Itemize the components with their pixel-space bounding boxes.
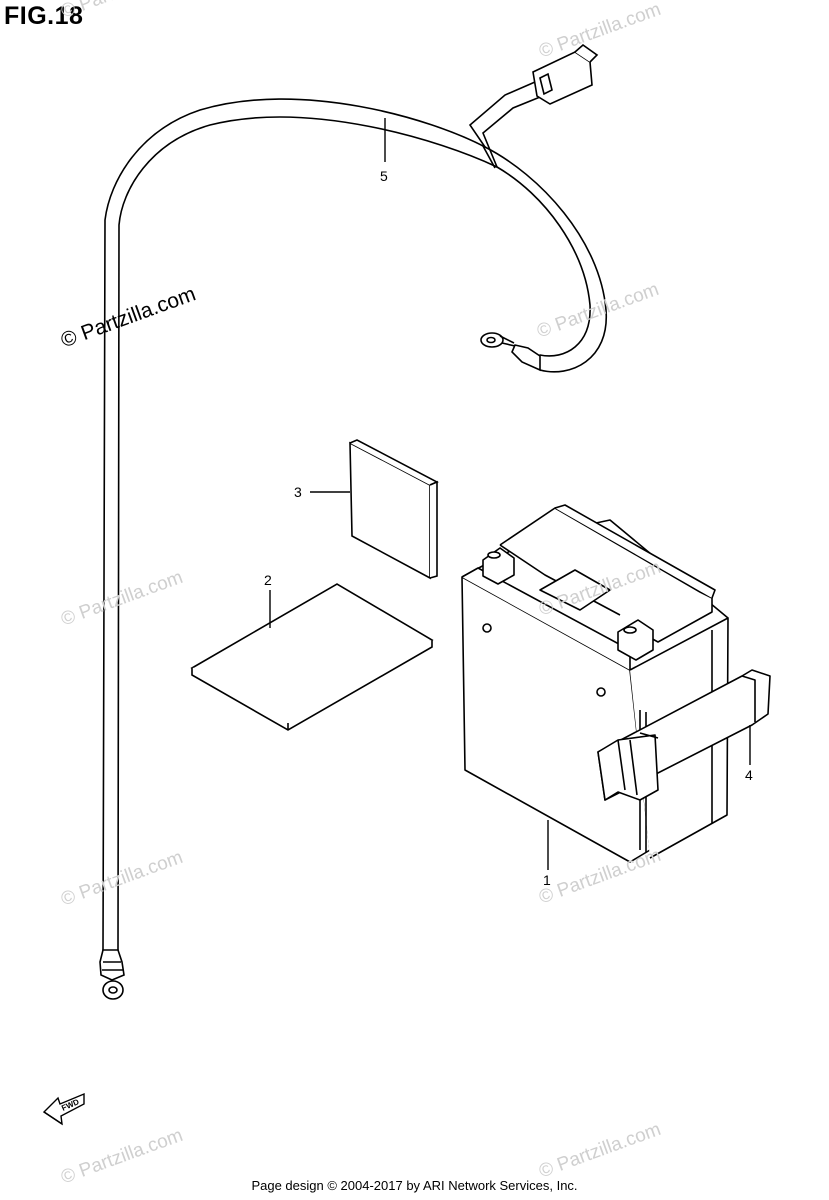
fwd-arrow-icon <box>42 1092 85 1126</box>
leader-lines <box>269 118 751 870</box>
callout-5: 5 <box>380 168 388 184</box>
callout-2: 2 <box>264 572 272 588</box>
cable-sleeve <box>482 145 496 169</box>
figure-title: FIG.18 <box>4 2 84 30</box>
page-footer: Page design © 2004-2017 by ARI Network S… <box>251 1178 578 1193</box>
cable-connector <box>532 43 599 105</box>
callout-1: 1 <box>543 872 551 888</box>
part-4-band <box>597 669 771 801</box>
part-2-pad <box>190 583 434 731</box>
part-1-battery <box>461 504 729 863</box>
battery-cable-5 <box>102 81 607 951</box>
callout-4: 4 <box>745 767 753 783</box>
ring-terminal-upper <box>480 332 541 372</box>
callout-3: 3 <box>294 484 302 500</box>
ring-terminal-lower <box>99 949 125 1000</box>
part-3-sheet <box>349 439 439 580</box>
